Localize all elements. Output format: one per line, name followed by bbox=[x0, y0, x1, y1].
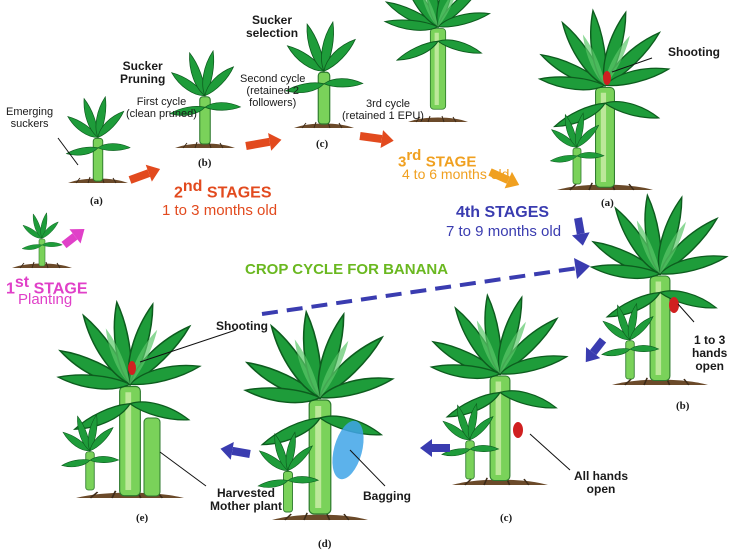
label-first-cycle-line2: (clean pruned) bbox=[126, 108, 197, 120]
marker-e-stage4: (e) bbox=[136, 512, 148, 524]
label-shooting-top: Shooting bbox=[668, 46, 720, 59]
label-retained-epu: (retained 1 EPU) bbox=[342, 110, 424, 122]
label-harvested-mother-plant: Harvested Mother plant bbox=[210, 487, 282, 513]
stage3-sup: rd bbox=[406, 147, 421, 164]
label-emerging-line2: suckers bbox=[6, 118, 53, 130]
arrow-b-to-c bbox=[244, 131, 283, 155]
label-all-hands-open: All hands open bbox=[574, 470, 628, 496]
stage2-subtitle: 1 to 3 months old bbox=[162, 203, 277, 220]
label-second-cycle-line2: (retained 2 bbox=[240, 85, 305, 97]
arrow-4d-to-4e bbox=[219, 440, 252, 463]
label-1-to-3-hands: 1 to 3 hands open bbox=[692, 334, 727, 374]
stage1-subtitle: Planting bbox=[18, 292, 72, 309]
stage4-heading: 4th STAGES bbox=[456, 204, 549, 222]
label-all-hands-line2: open bbox=[574, 483, 628, 496]
stage2-word: STAGES bbox=[207, 184, 272, 201]
label-harvested-line2: Mother plant bbox=[210, 500, 282, 513]
label-emerging-line1: Emerging bbox=[6, 106, 53, 118]
plant-stage4-c bbox=[431, 295, 568, 485]
plant-stage1-planting bbox=[12, 212, 72, 268]
marker-a-stage4: (a) bbox=[601, 197, 614, 209]
arrow-4a-to-4b bbox=[569, 216, 592, 247]
label-sucker-pruning: Sucker Pruning bbox=[120, 60, 165, 86]
marker-b-stage2: (b) bbox=[198, 157, 211, 169]
stage2-sup: nd bbox=[183, 178, 203, 195]
label-sucker-pruning-line2: Pruning bbox=[120, 73, 165, 86]
label-first-cycle-line1: First cycle bbox=[126, 96, 197, 108]
arrow-a-to-b bbox=[127, 161, 163, 189]
stage3-subtitle: 4 to 6 months old bbox=[402, 167, 509, 182]
marker-c-stage4: (c) bbox=[500, 512, 512, 524]
label-hands-line3: open bbox=[692, 360, 727, 373]
plant-emerging-suckers bbox=[66, 96, 130, 183]
stage2-num: 2 bbox=[174, 184, 183, 201]
arrow-stage1-to-a bbox=[58, 222, 90, 252]
label-sucker-selection: Sucker selection bbox=[246, 14, 298, 40]
label-first-cycle: First cycle (clean pruned) bbox=[126, 96, 197, 120]
marker-d-stage4: (d) bbox=[318, 538, 331, 550]
label-bagging: Bagging bbox=[363, 490, 411, 503]
diagram-title: CROP CYCLE FOR BANANA bbox=[245, 262, 448, 279]
label-third-cycle: 3rd cycle bbox=[366, 98, 410, 110]
plant-stage4-a bbox=[539, 10, 670, 190]
label-second-cycle-line1: Second cycle bbox=[240, 73, 305, 85]
plant-stage4-e bbox=[57, 301, 201, 498]
label-emerging-suckers: Emerging suckers bbox=[6, 106, 53, 130]
arrow-4b-to-4c bbox=[579, 334, 610, 367]
label-sucker-selection-line2: selection bbox=[246, 27, 298, 40]
marker-a-stage2: (a) bbox=[90, 195, 103, 207]
marker-c-stage2: (c) bbox=[316, 138, 328, 150]
stage1-num: 1 bbox=[6, 280, 15, 297]
label-second-cycle: Second cycle (retained 2 followers) bbox=[240, 73, 305, 109]
stage4-subtitle: 7 to 9 months old bbox=[446, 224, 561, 241]
stage2-heading: 2nd STAGES bbox=[174, 178, 272, 202]
label-shooting-bottom: Shooting bbox=[216, 320, 268, 333]
arrow-c-to-3rd bbox=[359, 127, 395, 150]
stage1-sup: st bbox=[15, 274, 29, 291]
label-second-cycle-line3: followers) bbox=[240, 97, 305, 109]
marker-b-stage4: (b) bbox=[676, 400, 689, 412]
